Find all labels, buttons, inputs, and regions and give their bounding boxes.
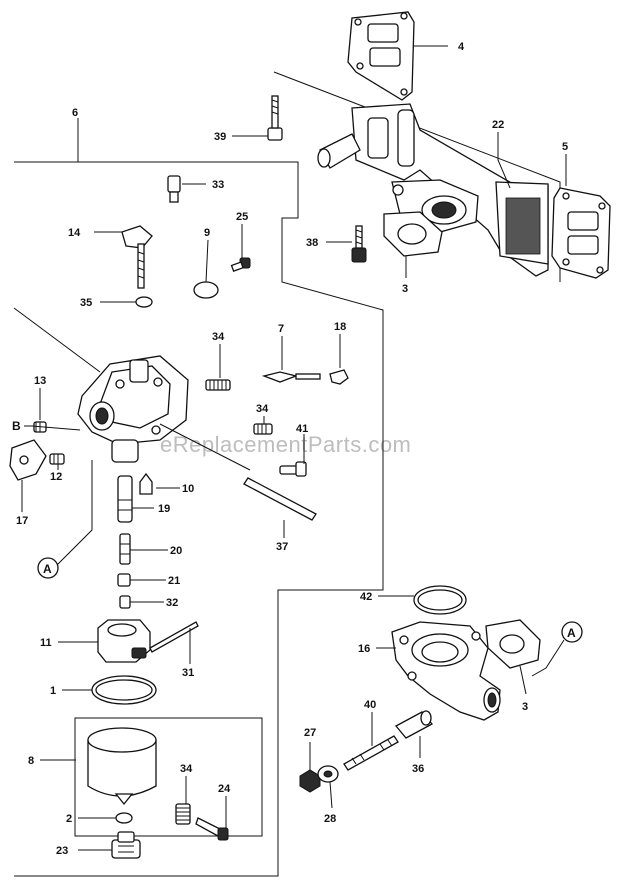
screw-12: [49, 453, 65, 465]
label-25: 25: [236, 211, 248, 223]
label-23: 23: [56, 845, 68, 857]
label-7: 7: [278, 323, 284, 335]
label-38: 38: [306, 237, 318, 249]
label-19: 19: [158, 503, 170, 515]
label-14: 14: [68, 227, 81, 239]
bolt-38: [351, 225, 367, 263]
screw-33: [167, 175, 181, 203]
washer-28: [317, 765, 339, 783]
drain-plug-23: [111, 831, 141, 859]
label-13: 13: [34, 375, 46, 387]
carburetor-body: [13, 307, 251, 471]
screw-25: [230, 257, 251, 272]
label-6: 6: [72, 107, 78, 119]
gasket-4: [347, 11, 415, 101]
jet-32: [119, 595, 131, 609]
label-16: 16: [358, 643, 370, 655]
float-bowl-8: [87, 727, 157, 806]
label-42: 42: [360, 591, 372, 603]
label-33: 33: [212, 179, 224, 191]
label-41: 41: [296, 423, 308, 435]
label-24: 24: [218, 783, 231, 795]
needle-7: [261, 371, 321, 383]
gasket-3-upper: [383, 211, 443, 257]
tube-19: [117, 475, 133, 523]
label-37: 37: [276, 541, 288, 553]
label-21: 21: [168, 575, 180, 587]
label-5: 5: [562, 141, 568, 153]
group-boundary-6: [14, 161, 384, 877]
label-4: 4: [458, 41, 465, 53]
ref-circle-A-right: A: [561, 621, 583, 643]
label-27: 27: [304, 727, 316, 739]
pin-31: [149, 621, 199, 653]
label-20: 20: [170, 545, 182, 557]
o-ring-42: [413, 585, 467, 615]
jet-21: [117, 573, 131, 587]
label-12: 12: [50, 471, 62, 483]
label-17: 17: [16, 515, 28, 527]
label-1: 1: [50, 685, 56, 697]
throttle-lever-14: [121, 225, 153, 289]
spring-34-upper: [205, 379, 231, 391]
washer-2: [115, 812, 133, 824]
plate-17: [9, 439, 47, 481]
pin-37: [243, 477, 317, 521]
screw-24: [195, 817, 229, 841]
ref-circle-A-left: A: [37, 557, 59, 579]
screw-41: [279, 461, 307, 477]
nut-27: [299, 769, 321, 793]
bolt-39: [267, 95, 283, 141]
jet-10: [139, 472, 153, 495]
label-34-middle: 34: [256, 403, 269, 415]
stud-40: [343, 735, 399, 771]
label-2: 2: [66, 813, 72, 825]
float-11: [97, 619, 151, 663]
nozzle-20: [119, 533, 131, 565]
clip-18: [329, 369, 349, 385]
spring-34-lower: [175, 803, 191, 825]
label-3-lower: 3: [522, 701, 528, 713]
throttle-valve-9: [193, 281, 219, 299]
label-28: 28: [324, 813, 336, 825]
ref-A-left: A: [43, 562, 52, 576]
ref-B: B: [12, 419, 21, 433]
gasket-5: [551, 187, 611, 279]
leader-lines: [21, 45, 567, 851]
label-9: 9: [204, 227, 210, 239]
label-3-upper: 3: [402, 283, 408, 295]
label-11: 11: [40, 637, 52, 649]
label-35: 35: [80, 297, 92, 309]
ref-A-right: A: [567, 626, 576, 640]
label-36: 36: [412, 763, 424, 775]
spacer-36: [394, 710, 434, 739]
label-34-upper: 34: [212, 331, 225, 343]
label-10: 10: [182, 483, 194, 495]
label-18: 18: [334, 321, 346, 333]
label-39: 39: [214, 131, 226, 143]
label-22: 22: [492, 119, 504, 131]
gasket-ring-1-inner: [95, 679, 153, 701]
label-40: 40: [364, 699, 376, 711]
elbow-16: [391, 621, 501, 721]
label-8: 8: [28, 755, 34, 767]
washer-35: [135, 296, 153, 308]
part-labels: 4 39 6 22 5 38 3 33 14 25 9 35 34 7 18 1…: [12, 41, 568, 857]
label-34-lower: 34: [180, 763, 193, 775]
gasket-3-lower: [485, 619, 541, 669]
kit-box-8: [74, 717, 263, 837]
label-32: 32: [166, 597, 178, 609]
watermark: eReplacementParts.com: [160, 432, 411, 457]
label-31: 31: [182, 667, 194, 679]
spring-34-middle: [253, 423, 273, 435]
